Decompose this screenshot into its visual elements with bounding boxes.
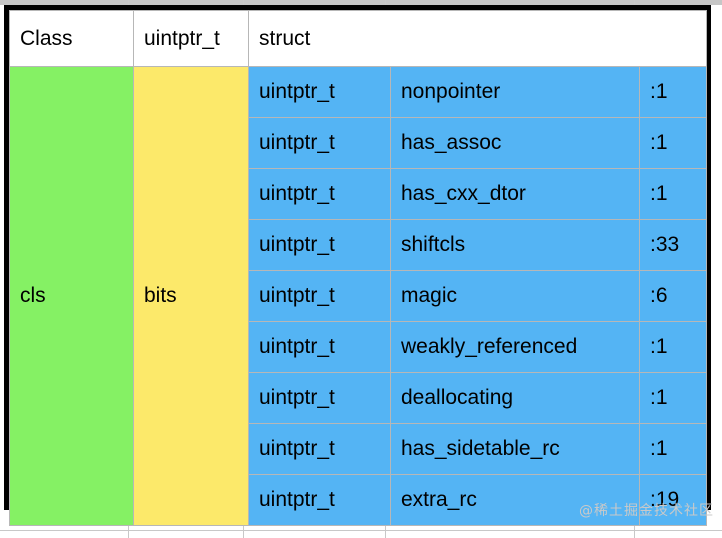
cell-field-type: uintptr_t <box>248 474 391 526</box>
table-row: uintptr_t has_assoc :1 <box>10 117 708 169</box>
cell-field-name: has_assoc <box>390 117 640 169</box>
cell-field-bits: :1 <box>638 168 708 220</box>
cell-field-type: uintptr_t <box>248 423 391 475</box>
table-row: uintptr_t magic :6 <box>10 270 708 322</box>
cell-field-type: uintptr_t <box>248 372 391 424</box>
cell-field-bits: :1 <box>638 372 708 424</box>
cell-field-name: shiftcls <box>390 219 640 271</box>
cell-field-type: uintptr_t <box>248 168 391 220</box>
cell-field-bits: :1 <box>638 66 708 118</box>
cell-field-bits: :19 <box>638 474 708 526</box>
header-cell-class: Class <box>9 10 134 67</box>
cell-field-name: weakly_referenced <box>390 321 640 373</box>
table-row: cls bits uintptr_t nonpointer :1 <box>9 66 708 526</box>
cell-field-name: deallocating <box>390 372 640 424</box>
cell-field-bits: :6 <box>638 270 708 322</box>
table-row: uintptr_t has_sidetable_rc :1 <box>10 423 708 475</box>
cell-field-name: extra_rc <box>390 474 640 526</box>
table-header-row: Class uintptr_t struct <box>9 10 708 67</box>
cell-field-bits: :1 <box>638 423 708 475</box>
objc-isa-struct-table: Class uintptr_t struct cls bits uintptr_… <box>4 5 711 526</box>
table-row: uintptr_t deallocating :1 <box>10 372 708 424</box>
grid-row-line <box>0 530 722 531</box>
cell-field-type: uintptr_t <box>248 66 391 118</box>
cell-field-name: nonpointer <box>390 66 640 118</box>
cell-field-name: has_cxx_dtor <box>390 168 640 220</box>
header-cell-uintptr: uintptr_t <box>133 10 249 67</box>
cell-field-type: uintptr_t <box>248 219 391 271</box>
cell-field-type: uintptr_t <box>248 117 391 169</box>
header-cell-struct: struct <box>247 10 708 67</box>
cell-field-type: uintptr_t <box>248 321 391 373</box>
cell-class-cls: cls <box>9 66 134 526</box>
table-row: uintptr_t weakly_referenced :1 <box>10 321 708 373</box>
cell-bits-group: bits <box>133 66 249 526</box>
cell-field-name: magic <box>390 270 640 322</box>
cell-field-bits: :1 <box>638 117 708 169</box>
table-row: uintptr_t shiftcls :33 <box>10 219 708 271</box>
cell-field-type: uintptr_t <box>248 270 391 322</box>
sheet-top-strip <box>0 0 722 5</box>
table-row: uintptr_t extra_rc :19 <box>10 474 708 526</box>
cell-field-bits: :1 <box>638 321 708 373</box>
cell-field-name: has_sidetable_rc <box>390 423 640 475</box>
struct-table-grid: Class uintptr_t struct cls bits uintptr_… <box>9 10 708 526</box>
cell-field-bits: :33 <box>638 219 708 271</box>
